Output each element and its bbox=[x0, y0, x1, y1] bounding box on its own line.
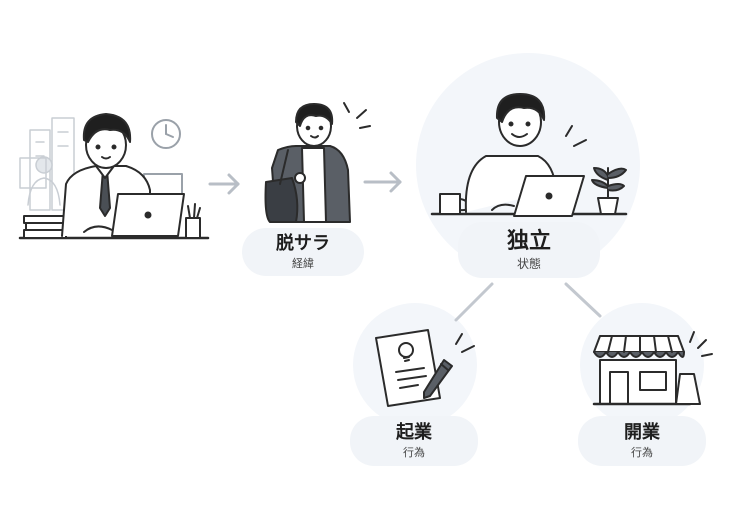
coffee-mug-icon bbox=[439, 193, 469, 215]
node-dokuritsu-subtitle: 状態 bbox=[516, 256, 541, 271]
document-icon bbox=[375, 329, 441, 407]
node-kaigyo: 開業 行為 bbox=[578, 416, 706, 466]
node-kigyo-subtitle: 行為 bbox=[403, 445, 425, 459]
arrow-right-icon-2 bbox=[363, 171, 402, 193]
node-dassara: 脱サラ 経緯 bbox=[242, 228, 364, 276]
business-plan-illustration bbox=[375, 329, 475, 407]
node-kigyo-title: 起業 bbox=[396, 421, 432, 443]
arrow-right-icon bbox=[208, 173, 240, 195]
node-kaigyo-subtitle: 行為 bbox=[631, 445, 653, 459]
node-dokuritsu-title: 独立 bbox=[506, 228, 551, 254]
clock-icon bbox=[151, 119, 181, 149]
node-kigyo: 起業 行為 bbox=[350, 416, 478, 466]
connector-line-left bbox=[454, 282, 494, 322]
coworker-silhouette-icon bbox=[19, 156, 61, 206]
node-dokuritsu: 独立 状態 bbox=[458, 222, 600, 278]
leaving-job-illustration bbox=[264, 102, 371, 223]
office-worker-illustration bbox=[18, 113, 210, 240]
node-dassara-title: 脱サラ bbox=[276, 232, 330, 254]
lightbulb-icon bbox=[398, 342, 414, 362]
plant-icon bbox=[591, 167, 627, 215]
books-icon bbox=[23, 215, 67, 239]
independent-worker-illustration bbox=[430, 93, 628, 217]
node-dassara-subtitle: 経緯 bbox=[292, 256, 314, 270]
node-kaigyo-title: 開業 bbox=[624, 421, 660, 443]
connector-line-right bbox=[564, 282, 602, 318]
pen-cup-icon bbox=[185, 203, 201, 239]
shop-storefront-illustration bbox=[592, 331, 713, 406]
pencil-icon bbox=[423, 359, 453, 399]
